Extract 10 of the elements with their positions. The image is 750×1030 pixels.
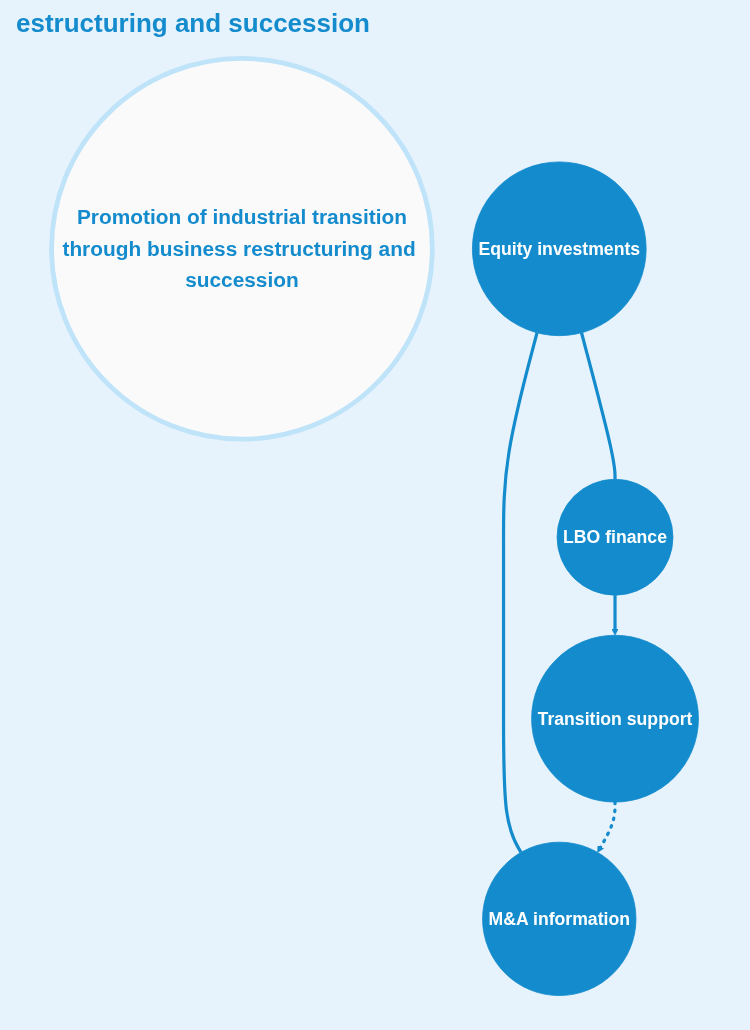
node-circle: M&A information [482, 841, 637, 996]
connector [579, 332, 617, 480]
node-circle: Promotion of industrial transition through business restructuring and succession [49, 56, 435, 442]
arrow [611, 595, 619, 636]
connector [501, 332, 539, 854]
heading-text: estructuring and succession [15, 7, 371, 40]
arrow [597, 800, 617, 853]
node-circle: Transition support [531, 634, 699, 803]
node-circle: Equity investments [472, 161, 647, 337]
node-circle: LBO finance [556, 478, 674, 596]
